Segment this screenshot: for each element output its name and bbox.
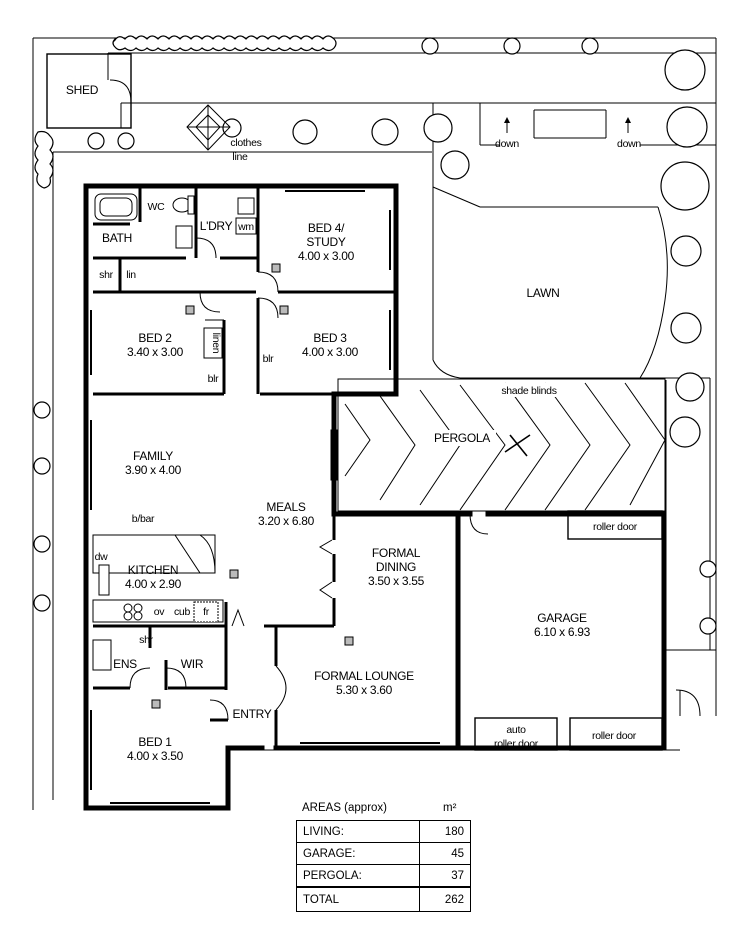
shr-label-bath: shr <box>99 269 113 281</box>
cub-label: cub <box>174 606 190 618</box>
formal-dining-size: 3.50 x 3.55 <box>368 574 425 588</box>
bed1-label: BED 1 <box>138 735 172 749</box>
bed1-size: 4.00 x 3.50 <box>127 749 184 763</box>
fr-label: fr <box>203 606 210 618</box>
auto-label: auto <box>506 724 526 736</box>
area-value: 37 <box>419 864 471 888</box>
bbar-label: b/bar <box>132 513 155 525</box>
pergola-label: PERGOLA <box>434 431 490 445</box>
bed3-size: 4.00 x 3.00 <box>302 345 359 359</box>
garage-label: GARAGE <box>537 611 587 625</box>
shed-label: SHED <box>66 83 99 97</box>
shed: SHED <box>46 53 132 129</box>
ldry-label: L'DRY <box>200 219 233 233</box>
areas-unit: m² <box>443 802 457 814</box>
kitchen-label: KITCHEN <box>128 563 179 577</box>
ens-label: ENS <box>113 657 137 671</box>
bed4-sub-label: STUDY <box>306 235 345 249</box>
interior-walls <box>93 186 394 748</box>
formal-dining-label-2: DINING <box>376 560 416 574</box>
line-label: line <box>232 151 248 163</box>
bed2-label: BED 2 <box>138 331 172 345</box>
area-label: LIVING: <box>296 820 420 843</box>
formal-lounge-label: FORMAL LOUNGE <box>314 669 414 683</box>
areas-grid: LIVING: 180 GARAGE: 45 PERGOLA: 37 TOTAL… <box>296 820 471 912</box>
shade-blinds-label: shade blinds <box>501 385 556 397</box>
bed4-size: 4.00 x 3.00 <box>298 249 355 263</box>
linen-label: linen <box>210 333 222 354</box>
bed2-size: 3.40 x 3.00 <box>127 345 184 359</box>
family-size: 3.90 x 4.00 <box>125 463 182 477</box>
vents <box>151 263 354 709</box>
total-label: TOTAL <box>296 886 420 912</box>
auto-roller-door-label: roller door <box>494 738 539 750</box>
table-row: PERGOLA: 37 <box>296 864 471 888</box>
down-label-2: down <box>617 138 641 150</box>
family-label: FAMILY <box>133 449 173 463</box>
table-row: GARAGE: 45 <box>296 842 471 865</box>
roller-door-bottom-label: roller door <box>592 730 637 742</box>
site-lines <box>32 37 717 810</box>
windows <box>90 190 440 804</box>
lawn-label: LAWN <box>526 286 559 300</box>
meals-size: 3.20 x 6.80 <box>258 514 315 528</box>
entry-label: ENTRY <box>233 707 272 721</box>
bed4-label: BED 4/ <box>308 221 345 235</box>
doors <box>129 237 489 721</box>
table-row-total: TOTAL 262 <box>296 886 471 912</box>
areas-title: AREAS (approx) <box>302 802 388 814</box>
garage-size: 6.10 x 6.93 <box>534 625 591 639</box>
trees <box>33 37 717 635</box>
down-arrows <box>504 117 631 133</box>
roller-door-top-label: roller door <box>593 521 638 533</box>
formal-dining-label-1: FORMAL <box>372 546 421 560</box>
meals-label: MEALS <box>266 500 305 514</box>
pergola <box>337 378 666 512</box>
formal-lounge-size: 5.30 x 3.60 <box>336 683 393 697</box>
shr-label-ens: shr <box>139 634 153 646</box>
area-label: PERGOLA: <box>296 864 420 888</box>
area-value: 45 <box>419 842 471 865</box>
wir-label: WIR <box>181 657 204 671</box>
blr-label-bed2: blr <box>208 373 220 385</box>
area-value: 180 <box>419 820 471 843</box>
hedge-left <box>34 130 54 189</box>
garage-doors <box>474 510 663 751</box>
areas-table: AREAS (approx) m² LIVING: 180 GARAGE: 45… <box>296 802 471 914</box>
dw-label: dw <box>95 551 109 563</box>
room-labels: BATH WC L'DRY wm shr lin BED 4/ STUDY 4.… <box>95 201 638 763</box>
bath-label: BATH <box>102 231 132 245</box>
area-label: GARAGE: <box>296 842 420 865</box>
lin-label: lin <box>126 269 136 281</box>
table-row: LIVING: 180 <box>296 820 471 843</box>
wm-label: wm <box>237 221 254 233</box>
hedge <box>112 35 337 52</box>
fixtures <box>92 193 257 671</box>
kitchen-size: 4.00 x 2.90 <box>125 577 182 591</box>
clothes-label: clothes <box>230 137 261 149</box>
total-value: 262 <box>419 886 471 912</box>
areas-header: AREAS (approx) m² <box>296 802 471 818</box>
ov-label: ov <box>154 606 166 618</box>
house-walls <box>83 183 667 811</box>
blr-label-bed3: blr <box>263 353 275 365</box>
clothes-line-icon <box>186 104 231 151</box>
bed3-label: BED 3 <box>313 331 347 345</box>
wc-label: WC <box>148 201 166 213</box>
down-label-1: down <box>495 138 519 150</box>
